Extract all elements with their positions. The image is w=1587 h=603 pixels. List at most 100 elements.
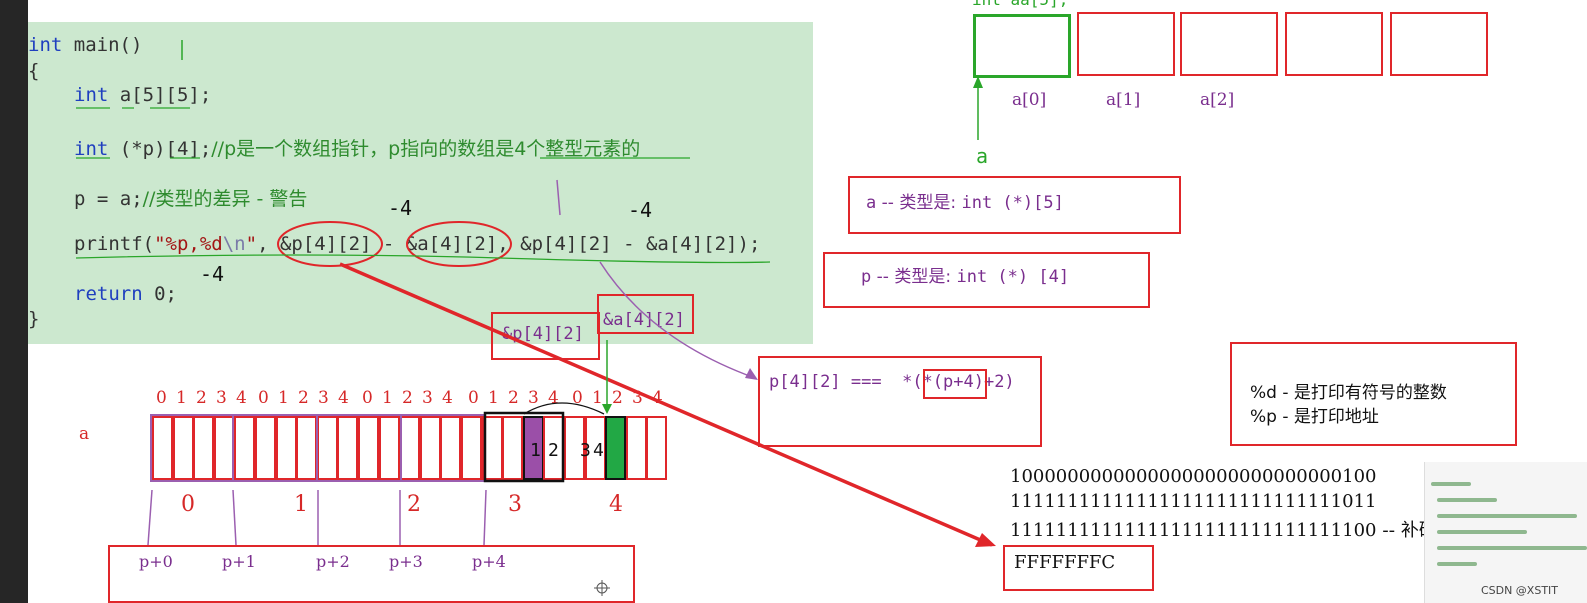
type-a-box — [848, 176, 1181, 234]
watermark: CSDN @XSTIT — [1480, 584, 1558, 597]
memory-index-digit: 0 — [362, 388, 373, 408]
memory-group-label: 0 — [181, 492, 195, 517]
binary-original: 10000000000000000000000000000100 — [1010, 466, 1377, 487]
code-line-assign: p = a;//类型的差异 - 警告 — [74, 184, 307, 211]
memory-index-digit: 4 — [338, 388, 349, 408]
memory-cell — [193, 416, 215, 480]
pointer-offsets-box — [108, 545, 635, 603]
pointer-label: p+1 — [222, 552, 256, 571]
pointer-label: p+4 — [472, 552, 506, 571]
aa-group-1 — [1077, 12, 1175, 76]
code-string: " — [245, 233, 258, 255]
memory-index-digit: 1 — [488, 388, 499, 408]
memory-cell — [358, 416, 379, 480]
memory-cell — [481, 416, 503, 480]
cell-handwriting: 4 — [593, 440, 604, 461]
memory-index-digit: 3 — [528, 388, 539, 408]
pointer-label: p+0 — [139, 552, 173, 571]
memory-index-digit: 1 — [592, 388, 603, 408]
code-string: "%p,%d — [154, 233, 223, 255]
memory-cell — [461, 416, 482, 480]
memory-index-digit: 1 — [278, 388, 289, 408]
code-line-close-brace: } — [28, 308, 40, 330]
circle-p42 — [277, 221, 383, 267]
aa-group-label: a[0] — [1012, 90, 1047, 110]
memory-cell — [522, 416, 544, 480]
label-box-p42 — [491, 312, 600, 360]
memory-index-digit: 3 — [422, 388, 433, 408]
code-text: p = a; — [74, 188, 143, 210]
memory-index-digit: 4 — [548, 388, 559, 408]
aa-group-label: a[1] — [1106, 90, 1141, 110]
memory-cell — [646, 416, 668, 480]
memory-index-digit: 0 — [258, 388, 269, 408]
keyword: int — [74, 84, 109, 106]
thumbnail-preview: CSDN @XSTIT — [1424, 462, 1587, 603]
label-p42: &p[4][2] — [502, 324, 584, 344]
memory-index-digit: 0 — [468, 388, 479, 408]
label-a42: &a[4][2] — [603, 310, 685, 330]
red-arrow — [339, 262, 993, 547]
code-text: , &p[4][2] - &a[4][2], &p[4][2] - &a[4][… — [257, 233, 761, 255]
code-text: printf( — [74, 233, 155, 255]
memory-index-digit: 4 — [442, 388, 453, 408]
code-text: 0; — [142, 283, 177, 305]
binary-inverse: 11111111111111111111111111111011 — [1010, 491, 1377, 512]
memory-cell — [337, 416, 359, 480]
memory-index-digit: 1 — [176, 388, 187, 408]
aa-group-label: a[2] — [1200, 90, 1235, 110]
memory-label: a — [79, 424, 90, 444]
type-p-text: p -- 类型是: int (*) [4] — [861, 267, 1070, 287]
memory-cell — [275, 416, 297, 480]
code-line-main: int main() — [28, 34, 142, 56]
aa-group-0 — [973, 14, 1071, 78]
red-arrow-head — [975, 533, 996, 547]
memory-cell — [378, 416, 400, 480]
aa-group-2 — [1180, 12, 1278, 76]
code-line-open-brace: { — [28, 60, 40, 82]
aa-group-3 — [1285, 12, 1383, 76]
memory-cell — [152, 416, 173, 480]
pointer-label: p+2 — [316, 552, 350, 571]
memory-index-digit: 3 — [318, 388, 329, 408]
code-line-pointer-decl: int (*p)[4];//p是一个数组指针，p指向的数组是4个整型元素的 — [74, 134, 640, 161]
memory-index-digit: 2 — [612, 388, 623, 408]
circle-a42 — [406, 221, 512, 267]
code-comment: //p是一个数组指针，p指向的数组是4个整型元素的 — [211, 138, 641, 160]
code-escape: \n — [222, 233, 246, 255]
hex-result: FFFFFFFC — [1014, 552, 1116, 573]
memory-index-digit: 0 — [156, 388, 167, 408]
type-a-text: a -- 类型是: int (*)[5] — [866, 193, 1064, 213]
keyword: return — [74, 283, 143, 305]
cell-handwriting: 1 — [530, 440, 541, 461]
memory-cell — [234, 416, 256, 480]
handwritten-minus4: -4 — [628, 198, 653, 222]
code-line-return: return 0; — [74, 283, 177, 305]
keyword: int — [74, 138, 109, 160]
memory-index-digit: 4 — [236, 388, 247, 408]
code-line-printf: printf("%p,%d\n", &p[4][2] - &a[4][2], &… — [74, 233, 760, 255]
code-panel: int main() { int a[5][5]; int (*p)[4];//… — [28, 22, 813, 344]
handwritten-a: a — [976, 144, 989, 168]
cell-handwriting: 2 — [548, 440, 559, 461]
memory-index-digit: 3 — [216, 388, 227, 408]
pointer-label: p+3 — [389, 552, 423, 571]
memory-group-label: 1 — [294, 492, 308, 517]
memory-index-digit: 0 — [572, 388, 583, 408]
memory-cell — [419, 416, 441, 480]
format-note-p: %p - 是打印地址 — [1250, 407, 1379, 427]
equivalence-box — [758, 356, 1042, 447]
label-box-a42 — [597, 294, 694, 334]
handwritten-minus4: -4 — [200, 262, 225, 286]
memory-cell — [605, 416, 627, 480]
memory-cell — [625, 416, 647, 480]
memory-cell — [172, 416, 194, 480]
memory-index-digit: 2 — [196, 388, 207, 408]
format-note-d: %d - 是打印有符号的整数 — [1250, 383, 1447, 403]
memory-cell — [502, 416, 524, 480]
code-text: a[5][5]; — [108, 84, 212, 106]
code-comment: //类型的差异 - 警告 — [142, 188, 308, 210]
memory-index-digit: 3 — [632, 388, 643, 408]
code-text: main() — [62, 34, 143, 56]
